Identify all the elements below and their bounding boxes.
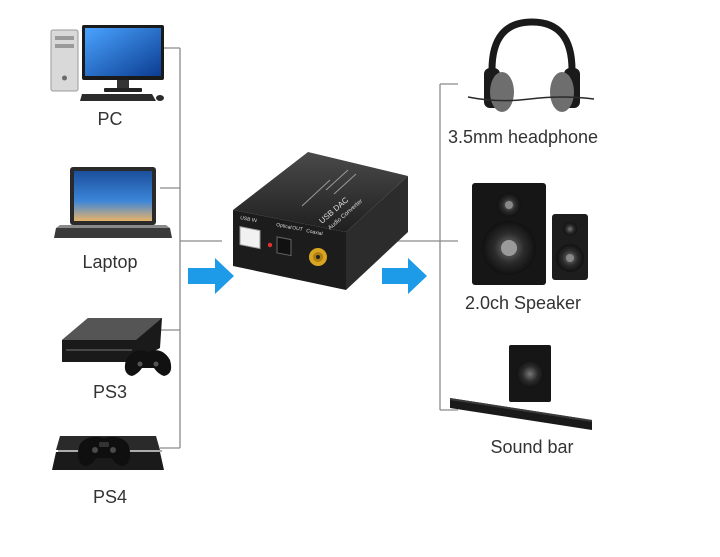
output-label-speaker: 2.0ch Speaker — [464, 293, 582, 313]
output-label-headphone: 3.5mm headphone — [447, 127, 599, 147]
source-label-ps3: PS3 — [92, 382, 128, 402]
source-label-laptop: Laptop — [82, 252, 138, 272]
speaker-icon — [472, 183, 588, 285]
usb-dac-converter-icon — [233, 152, 408, 290]
headphone-icon — [467, 18, 595, 112]
output-label-soundbar: Sound bar — [490, 437, 574, 457]
ps3-console-icon — [62, 318, 172, 376]
source-label-pc: PC — [97, 109, 123, 129]
arrow-icon — [382, 258, 427, 294]
arrow-icon — [188, 258, 234, 294]
output-connector-lines — [384, 83, 458, 411]
soundbar-icon — [450, 345, 592, 430]
source-label-ps4: PS4 — [92, 487, 128, 507]
source-connector-lines — [160, 47, 222, 449]
desktop-pc-icon — [50, 25, 164, 101]
laptop-icon — [54, 167, 172, 238]
ps4-console-icon — [52, 436, 164, 470]
